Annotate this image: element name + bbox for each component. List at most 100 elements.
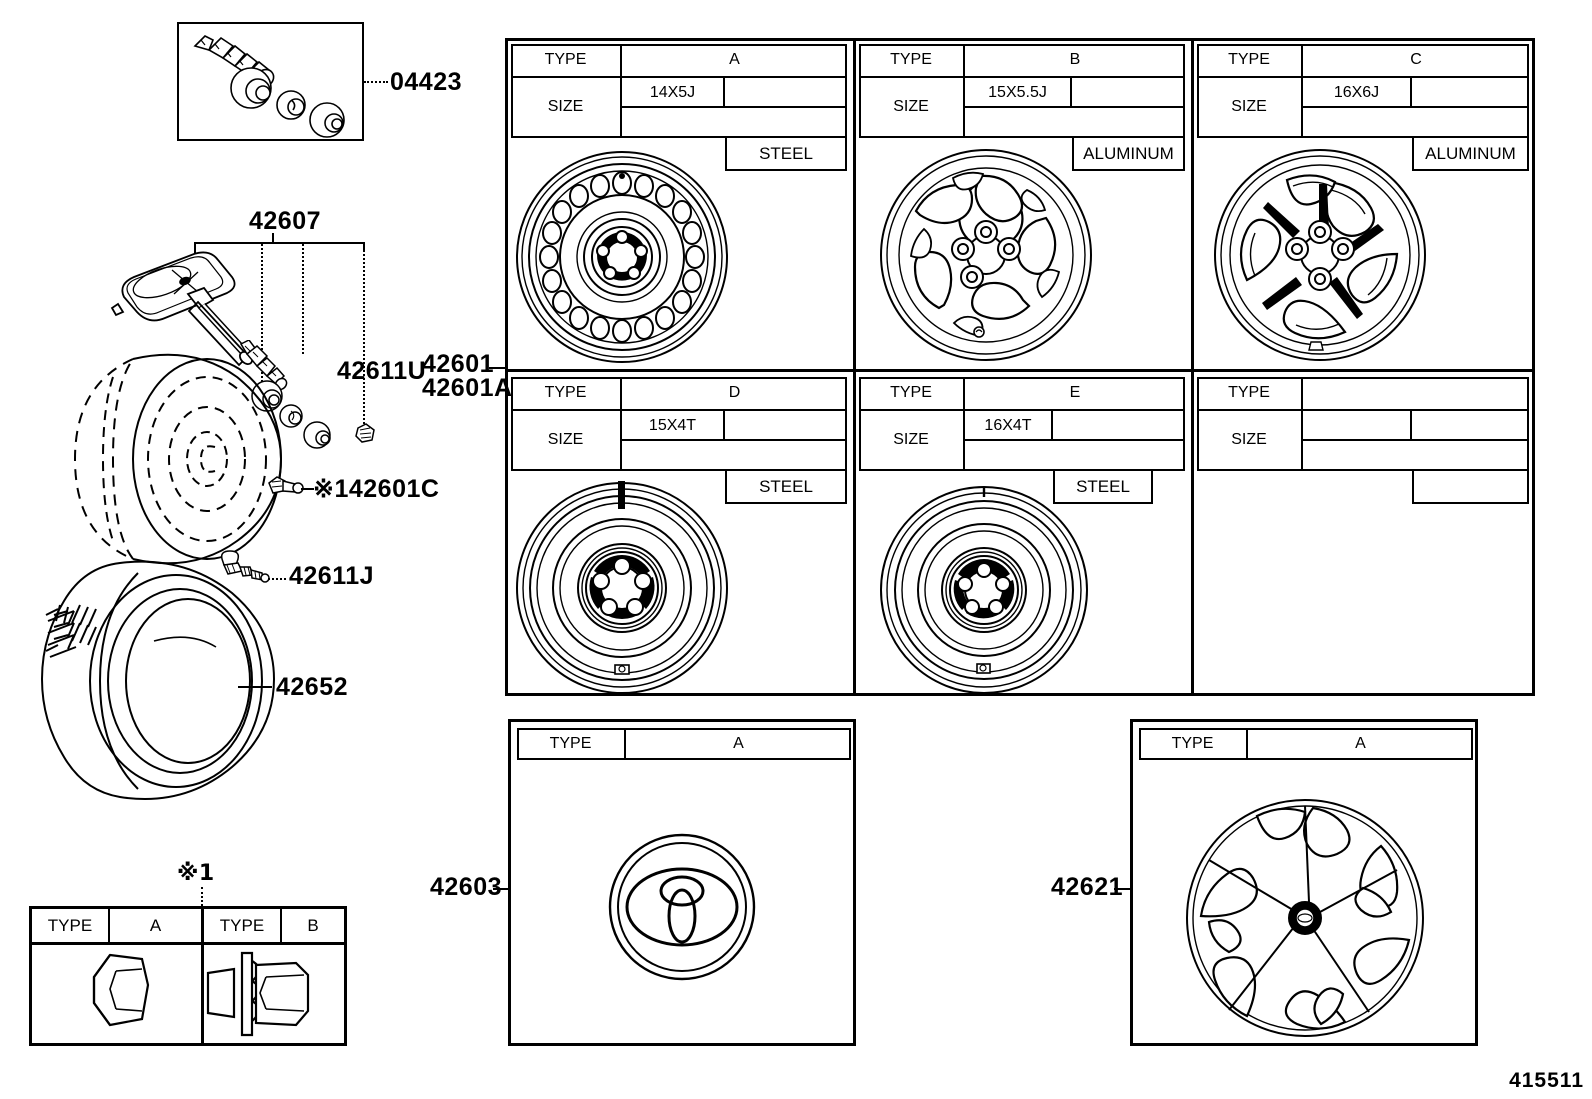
callout-42621: 42621 bbox=[1051, 873, 1124, 901]
leader-42601C bbox=[301, 488, 314, 490]
cell-A-type-label: TYPE bbox=[511, 44, 622, 76]
leader-42607-branch-2 bbox=[302, 244, 304, 354]
leader-nut-table-note bbox=[201, 887, 203, 906]
center-cap-type-value: A bbox=[733, 735, 744, 752]
cell-C-type-label: TYPE bbox=[1197, 44, 1303, 76]
balance-weight-icon bbox=[268, 476, 304, 494]
callout-42601A: 42601A bbox=[422, 374, 513, 402]
tire-icon bbox=[40, 560, 276, 800]
cell-A-type-value: A bbox=[729, 51, 740, 68]
callout-42601C: ※142601C bbox=[313, 475, 440, 503]
steel-spare-wheel-plain-icon bbox=[880, 486, 1088, 694]
wheel-cell-C: TYPE C SIZE 16X6J ALUMINUM bbox=[1191, 38, 1535, 369]
valve-core-chain-icon bbox=[239, 340, 331, 449]
callout-42611J: 42611J bbox=[289, 562, 375, 590]
nut-table-header-row: TYPE A TYPE B bbox=[32, 909, 344, 945]
leader-42621 bbox=[1114, 888, 1132, 890]
cell-F-type-label: TYPE bbox=[1197, 377, 1303, 409]
cell-D-wheel-image bbox=[513, 479, 731, 702]
cell-E-material: STEEL bbox=[1053, 471, 1153, 504]
cell-A-material: STEEL bbox=[725, 138, 847, 171]
leader-42611J bbox=[268, 578, 286, 580]
diagram-footer-code: 415511 bbox=[1509, 1069, 1584, 1092]
cell-B-size-label: SIZE bbox=[859, 76, 965, 138]
wheel-cell-A: TYPE A SIZE 14X5J STEEL bbox=[505, 38, 853, 369]
cell-C-size-value: 16X6J bbox=[1303, 78, 1412, 108]
tpms-sensor-icon bbox=[110, 251, 253, 367]
nut-table-cell-a bbox=[32, 945, 204, 1043]
wheel-rim-dashed-icon bbox=[73, 353, 283, 565]
wheel-cover-image bbox=[1185, 794, 1425, 1047]
wheel-cover-type-value: A bbox=[1355, 735, 1366, 752]
alloy-wheel-5-spoke-split-icon bbox=[1214, 149, 1426, 361]
cell-C-material: ALUMINUM bbox=[1412, 138, 1529, 171]
callout-04423: 04423 bbox=[390, 68, 463, 96]
toyota-emblem-icon bbox=[608, 833, 756, 981]
leader-42603 bbox=[493, 888, 510, 890]
callout-42607: 42607 bbox=[249, 207, 322, 235]
cell-D-type-value: D bbox=[728, 384, 741, 401]
nut-table-header-type-b: TYPE bbox=[204, 909, 282, 942]
cell-F-size-value bbox=[1303, 411, 1412, 441]
cell-A-size-label: SIZE bbox=[511, 76, 622, 138]
hex-nut-icon bbox=[92, 953, 150, 1027]
cell-A-size-value: 14X5J bbox=[622, 78, 725, 108]
grid-divider-col1 bbox=[853, 38, 856, 696]
cell-D-size-value: 15X4T bbox=[622, 411, 725, 441]
leader-42607-right bbox=[363, 242, 365, 250]
leader-42652 bbox=[238, 686, 272, 688]
cell-C-size-label: SIZE bbox=[1197, 76, 1303, 138]
steel-wheel-20-hole-icon bbox=[516, 151, 728, 363]
cell-E-type-value: E bbox=[1069, 384, 1081, 401]
callout-42652: 42652 bbox=[276, 673, 349, 701]
wheel-cover-icon bbox=[1186, 799, 1424, 1037]
valve-repair-kit-icon bbox=[193, 35, 345, 138]
callout-42603: 42603 bbox=[430, 873, 503, 901]
cell-E-wheel-image bbox=[875, 481, 1093, 704]
wheel-cell-D: TYPE D SIZE 15X4T STEEL bbox=[505, 369, 853, 696]
nut-table-cell-b bbox=[204, 945, 344, 1043]
cell-D-size-label: SIZE bbox=[511, 409, 622, 471]
valve-nut-icon bbox=[355, 423, 375, 443]
valve-repair-kit-box bbox=[177, 22, 364, 141]
leader-42611u-branch bbox=[363, 250, 365, 428]
leader-42601 bbox=[489, 367, 505, 369]
cell-E-type-label: TYPE bbox=[859, 377, 965, 409]
cell-F-material bbox=[1412, 471, 1529, 504]
wheel-cell-E: TYPE E SIZE 16X4T STEEL bbox=[853, 369, 1191, 696]
callout-42611U: 42611U bbox=[337, 357, 427, 385]
wheel-type-grid: TYPE A SIZE 14X5J STEEL bbox=[505, 38, 1535, 696]
grid-divider-col2 bbox=[1191, 38, 1194, 696]
cell-B-type-label: TYPE bbox=[859, 44, 965, 76]
nut-table-note-marker: ※1 bbox=[177, 861, 215, 886]
callout-42601: 42601 bbox=[422, 350, 495, 378]
cell-B-wheel-image bbox=[877, 146, 1095, 369]
cell-B-size-value: 15X5.5J bbox=[965, 78, 1072, 108]
center-cap-table: TYPE A bbox=[508, 719, 856, 1046]
wheel-cell-empty: TYPE SIZE bbox=[1191, 369, 1535, 696]
wheel-cover-table: TYPE A bbox=[1130, 719, 1478, 1046]
cell-E-size-value: 16X4T bbox=[965, 411, 1053, 441]
nut-table-type-a-value: A bbox=[110, 909, 204, 942]
cell-C-type-value: C bbox=[1410, 51, 1422, 68]
cell-B-material: ALUMINUM bbox=[1072, 138, 1185, 171]
cell-F-type-value bbox=[1303, 377, 1529, 409]
cell-B-type-value: B bbox=[1069, 51, 1081, 68]
cell-C-wheel-image bbox=[1211, 146, 1429, 369]
grid-divider-row bbox=[505, 369, 1535, 372]
tire-valve-icon bbox=[220, 550, 270, 583]
leader-42607-bracket bbox=[194, 242, 363, 244]
cell-F-size-label: SIZE bbox=[1197, 409, 1303, 471]
leader-42607-stub bbox=[272, 233, 274, 243]
flanged-nut-icon bbox=[206, 951, 310, 1037]
alloy-wheel-10-spoke-twist-icon bbox=[880, 149, 1092, 361]
leader-42607-branch-1 bbox=[261, 244, 263, 390]
cell-D-type-label: TYPE bbox=[511, 377, 622, 409]
cell-E-size-label: SIZE bbox=[859, 409, 965, 471]
wheel-cover-type-label: TYPE bbox=[1139, 728, 1248, 760]
steel-spare-wheel-slot-icon bbox=[516, 481, 728, 694]
center-cap-type-label: TYPE bbox=[517, 728, 626, 760]
cell-D-material: STEEL bbox=[725, 471, 847, 504]
leader-42607-left bbox=[194, 242, 196, 262]
center-cap-image bbox=[607, 832, 757, 987]
